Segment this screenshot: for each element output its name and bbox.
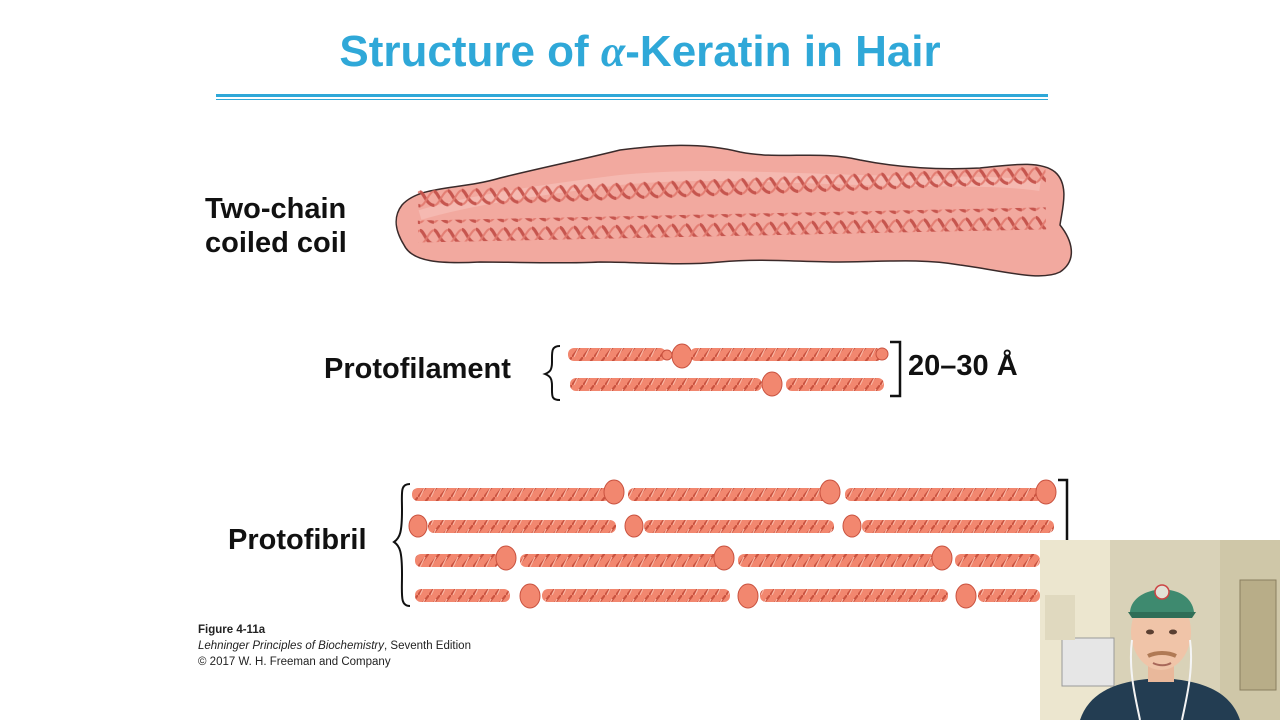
strand [570, 378, 762, 391]
strand-knob [761, 371, 783, 397]
title-underline [216, 94, 1048, 100]
helix-lower [417, 207, 1047, 243]
strand-knob [603, 479, 625, 505]
strand [845, 488, 1043, 501]
figure-copyright: © 2017 W. H. Freeman and Company [198, 656, 391, 668]
protofibril [408, 479, 1057, 609]
strand-knob [842, 514, 862, 538]
protofibril-left-brace [392, 483, 411, 607]
protofilament-width-label: 20–30 Å [908, 350, 1018, 382]
strand-knob [624, 514, 644, 538]
coiled-coil-model [395, 144, 1072, 277]
protofilament-left-brace [542, 345, 561, 401]
strand [978, 589, 1040, 602]
strand [415, 554, 500, 567]
strand-knob [931, 545, 953, 571]
title-post: -Keratin in Hair [625, 27, 941, 76]
strand [428, 520, 616, 533]
figure-caption: Figure 4-11a Lehninger Principles of Bio… [198, 622, 471, 670]
strand [738, 554, 936, 567]
strand [628, 488, 828, 501]
slide-title: Structure of α-Keratin in Hair [0, 26, 1280, 77]
strand [955, 554, 1040, 567]
figure-source: Lehninger Principles of Biochemistry, Se… [198, 638, 471, 654]
strand-head [875, 347, 889, 361]
presenter-webcam [1040, 540, 1280, 720]
strand [412, 488, 610, 501]
strand [520, 554, 720, 567]
presenter-video [1040, 540, 1280, 720]
figure-number: Figure 4-11a [198, 624, 266, 636]
protofilament-width-bracket [890, 340, 902, 398]
strand-knob [819, 479, 841, 505]
strand-head [661, 349, 673, 361]
strand-knob [737, 583, 759, 609]
protofibril-right-bracket [1058, 478, 1069, 540]
strand [644, 520, 834, 533]
protofibril-label: Protofibril [228, 524, 367, 556]
strand [568, 348, 666, 361]
coiled-coil-label-line2: coiled coil [205, 227, 347, 259]
protofilament [568, 343, 889, 397]
title-pre: Structure of [339, 27, 601, 76]
strand-knob [671, 343, 693, 369]
strand [760, 589, 948, 602]
helix-upper [417, 163, 1047, 210]
coiled-coil-label: Two-chain coiled coil [205, 192, 347, 260]
strand-knob [408, 514, 428, 538]
strand-knob [713, 545, 735, 571]
protofilament-label: Protofilament [324, 353, 511, 385]
title-alpha: α [600, 27, 626, 76]
coiled-coil-label-line1: Two-chain [205, 193, 347, 225]
book-edition: , Seventh Edition [384, 640, 471, 652]
strand [862, 520, 1054, 533]
book-title: Lehninger Principles of Biochemistry [198, 640, 385, 652]
strand [690, 348, 882, 361]
strand-knob [495, 545, 517, 571]
strand [415, 589, 510, 602]
strand [786, 378, 884, 391]
strand-knob [1035, 479, 1057, 505]
strand [542, 589, 730, 602]
strand-knob [955, 583, 977, 609]
strand-knob [519, 583, 541, 609]
